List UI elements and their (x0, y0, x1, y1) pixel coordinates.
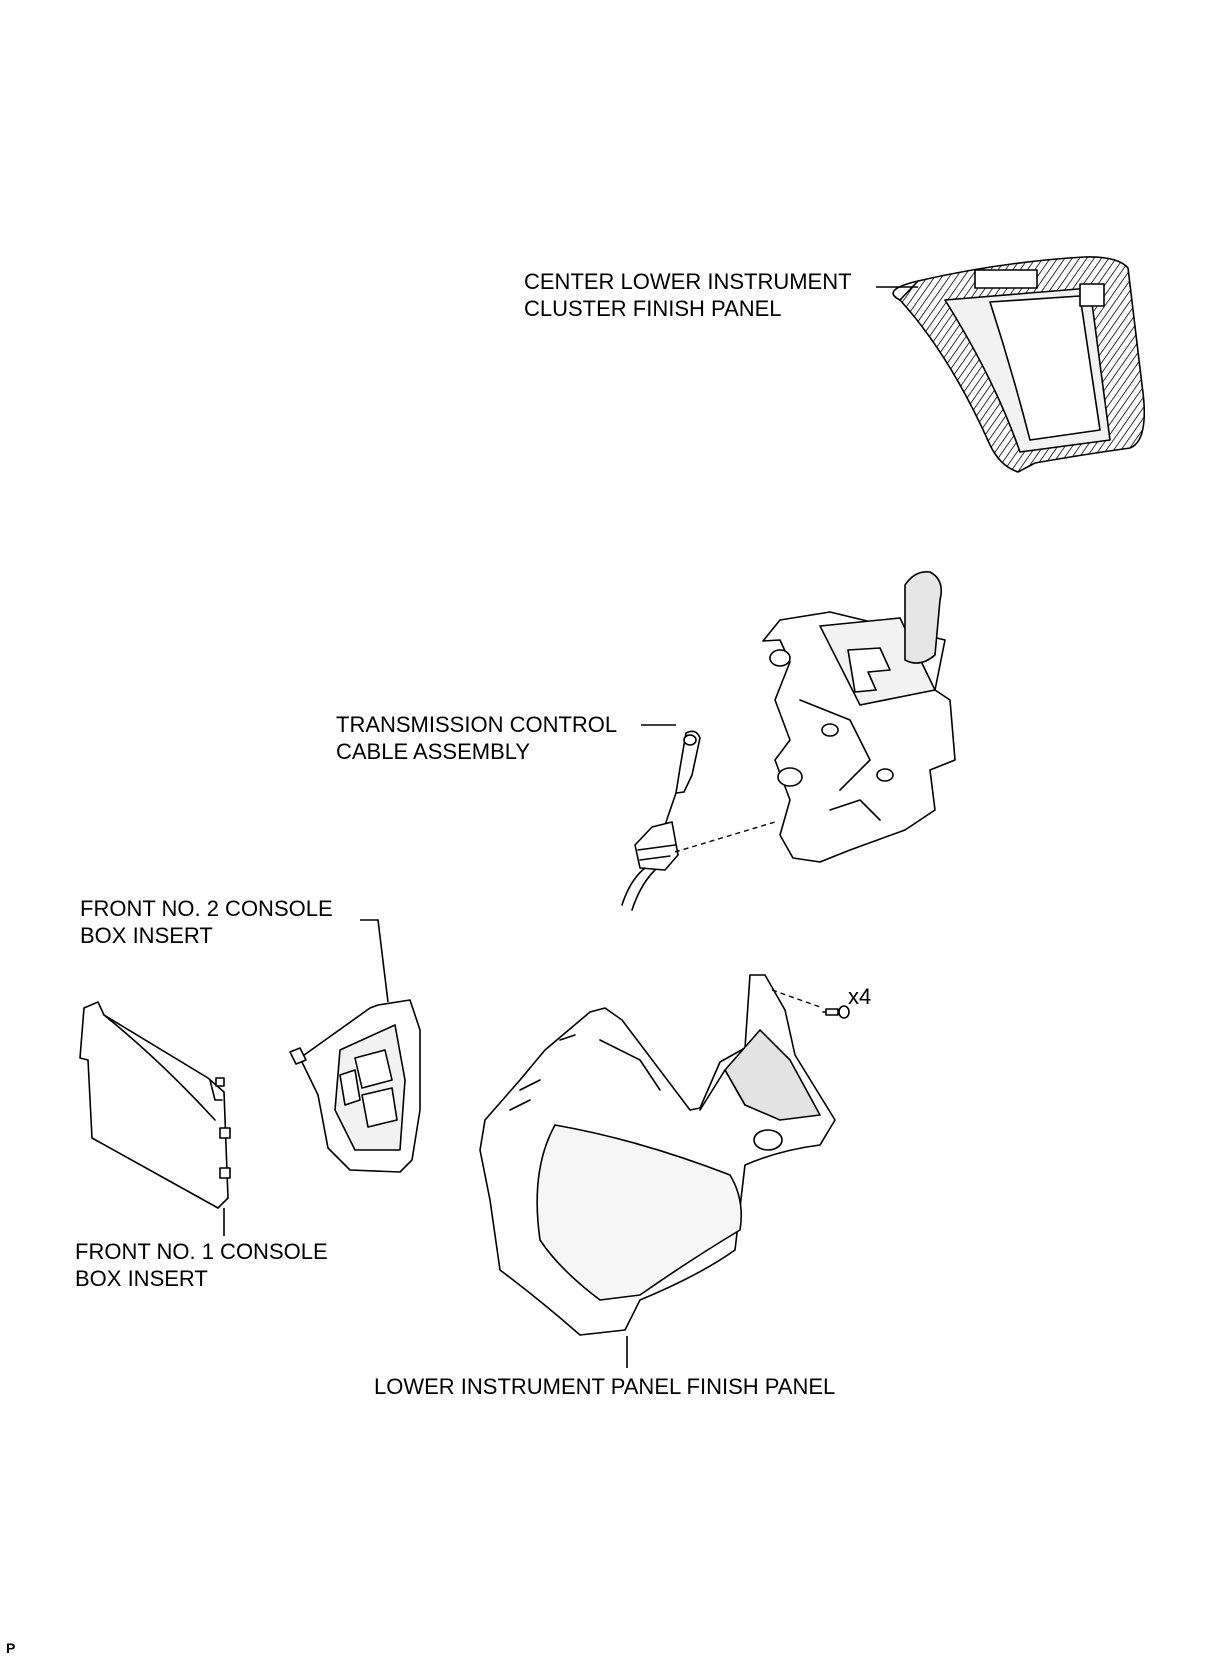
cable-connection-dashed-line (674, 821, 776, 853)
label-lower-instrument-panel-finish-panel: LOWER INSTRUMENT PANEL FINISH PANEL (374, 1373, 835, 1400)
label-center-lower-instrument-cluster-finish-panel: CENTER LOWER INSTRUMENT CLUSTER FINISH P… (524, 268, 852, 322)
label-line: BOX INSERT (80, 923, 213, 948)
label-line: CLUSTER FINISH PANEL (524, 296, 782, 321)
lower-instrument-panel-finish-panel (479, 974, 836, 1336)
front-no2-console-box-insert (289, 999, 421, 1173)
label-line: CENTER LOWER INSTRUMENT (524, 269, 852, 294)
label-line: TRANSMISSION CONTROL (336, 712, 618, 737)
label-line: x4 (848, 984, 872, 1009)
label-front-no2-console-box-insert: FRONT NO. 2 CONSOLE BOX INSERT (80, 895, 333, 949)
label-line: CABLE ASSEMBLY (336, 739, 531, 764)
front-no2-leader (360, 919, 389, 1003)
label-line: FRONT NO. 2 CONSOLE (80, 896, 333, 921)
shift-lever-assembly (762, 570, 956, 863)
label-front-no1-console-box-insert: FRONT NO. 1 CONSOLE BOX INSERT (75, 1238, 328, 1292)
transmission-control-cable-assembly (621, 730, 701, 911)
label-line: P (6, 1640, 16, 1656)
corner-mark: P (6, 1640, 15, 1656)
label-line: BOX INSERT (75, 1266, 208, 1291)
center-lower-instrument-cluster-finish-panel (892, 256, 1146, 473)
front-no1-console-box-insert (79, 1001, 231, 1209)
label-line: FRONT NO. 1 CONSOLE (75, 1239, 328, 1264)
screw-dashed-line (771, 989, 824, 1009)
screw-icon (822, 1005, 850, 1019)
label-transmission-control-cable-assembly: TRANSMISSION CONTROL CABLE ASSEMBLY (336, 711, 617, 765)
label-screw-count: x4 (848, 983, 871, 1010)
label-line: LOWER INSTRUMENT PANEL FINISH PANEL (374, 1374, 836, 1399)
